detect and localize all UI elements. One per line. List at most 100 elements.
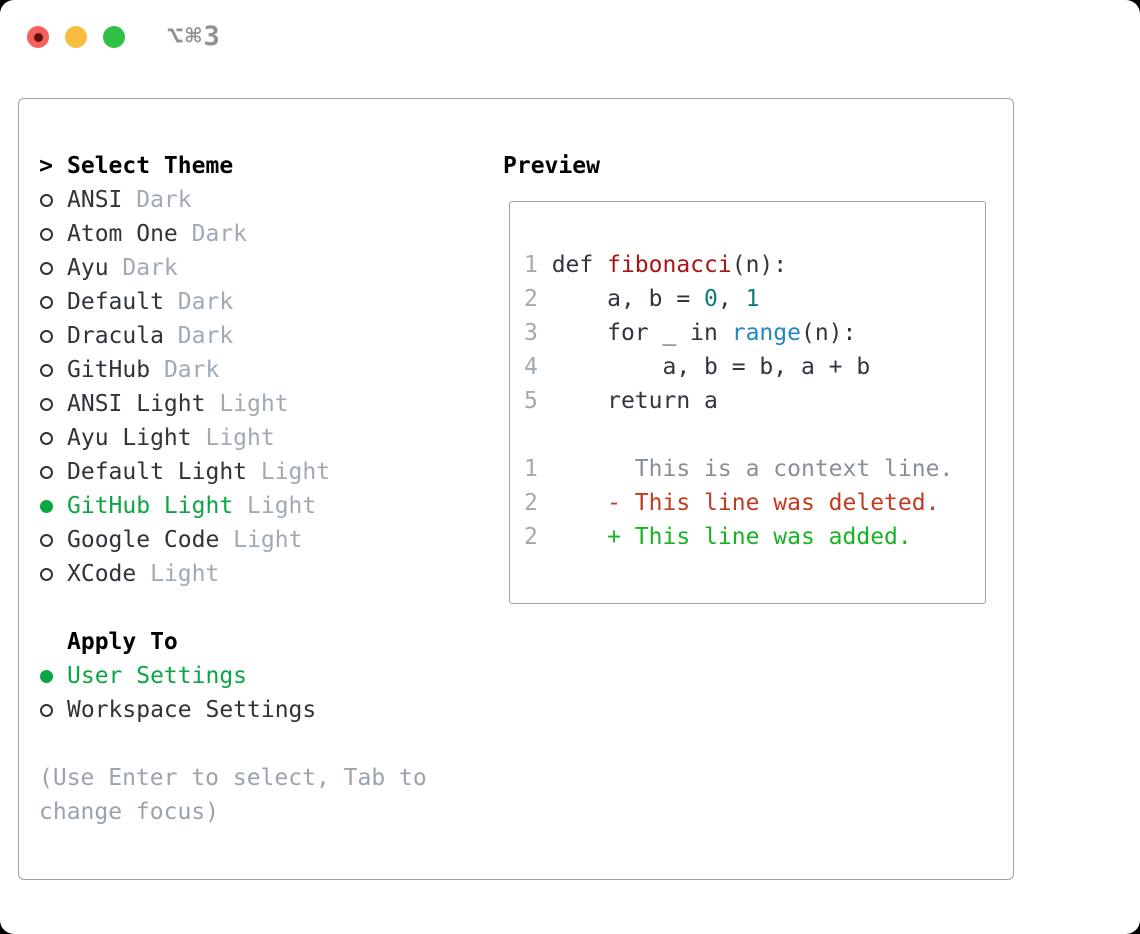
- radio-unselected-icon: [39, 329, 53, 343]
- titlebar: ⌥⌘3: [0, 0, 1140, 75]
- code-segment: 1: [524, 456, 552, 482]
- apply-to-header: Apply To: [39, 625, 427, 659]
- code-segment: 4: [524, 354, 552, 380]
- theme-option[interactable]: XCode Light: [39, 557, 427, 591]
- theme-variant: Dark: [163, 289, 234, 315]
- apply-option[interactable]: Workspace Settings: [39, 693, 427, 727]
- theme-name: GitHub Light: [67, 493, 234, 519]
- apply-option[interactable]: User Settings: [39, 659, 427, 693]
- code-segment: 2: [524, 490, 552, 516]
- code-segment: range: [731, 320, 801, 346]
- code-segment: ,: [717, 286, 746, 312]
- theme-option[interactable]: ANSI Dark: [39, 183, 427, 217]
- code-line: 2 - This line was deleted.: [524, 486, 985, 520]
- theme-option[interactable]: Ayu Dark: [39, 251, 427, 285]
- theme-option[interactable]: Atom One Dark: [39, 217, 427, 251]
- code-segment: 1: [745, 286, 760, 312]
- apply-target-name: Workspace Settings: [67, 697, 317, 723]
- radio-slot: [39, 567, 53, 581]
- theme-name: Google Code: [67, 527, 220, 553]
- theme-option-label: GitHub Dark: [67, 357, 219, 383]
- radio-unselected-icon: [39, 567, 53, 581]
- theme-variant: Light: [136, 561, 220, 587]
- hint-line: change focus): [39, 795, 427, 829]
- theme-name: ANSI: [67, 187, 123, 213]
- radio-slot: [39, 703, 53, 717]
- radio-slot: [39, 431, 53, 445]
- code-segment: 0: [704, 286, 718, 312]
- theme-option-label: Atom One Dark: [67, 221, 247, 247]
- radio-unselected-icon: [39, 193, 53, 207]
- code-segment: 2: [524, 286, 552, 312]
- theme-option-label: Default Dark: [67, 289, 233, 315]
- theme-option[interactable]: Default Light Light: [39, 455, 427, 489]
- apply-to-header-label: Apply To: [67, 629, 178, 655]
- minimize-button[interactable]: [65, 26, 87, 48]
- theme-name: Default Light: [67, 459, 248, 485]
- radio-unselected-icon: [39, 533, 53, 547]
- radio-slot: [39, 397, 53, 411]
- apply-target-name: User Settings: [67, 663, 248, 689]
- theme-option[interactable]: ANSI Light Light: [39, 387, 427, 421]
- theme-variant: Dark: [122, 187, 192, 213]
- theme-name: Default: [67, 289, 164, 315]
- theme-name: XCode: [67, 561, 137, 587]
- theme-option[interactable]: GitHub Dark: [39, 353, 427, 387]
- code-line: 1 This is a context line.: [524, 452, 985, 486]
- theme-name: ANSI Light: [67, 391, 206, 417]
- radio-selected-icon: [39, 499, 53, 513]
- radio-slot: [39, 227, 53, 241]
- theme-name: Dracula: [67, 323, 164, 349]
- spacer-row: [39, 591, 427, 625]
- theme-option-label: Google Code Light: [67, 527, 302, 553]
- theme-option[interactable]: Dracula Dark: [39, 319, 427, 353]
- code-line: 5 return a: [524, 384, 985, 418]
- close-button[interactable]: [27, 26, 49, 48]
- spacer-row: [39, 727, 427, 761]
- hint-text: (Use Enter to select, Tab to: [39, 765, 427, 791]
- code-segment: def: [551, 252, 608, 278]
- code-line: 4 a, b = b, a + b: [524, 350, 985, 384]
- code-line: 3 for _ in range(n):: [524, 316, 985, 350]
- code-segment: + This line was added.: [551, 524, 912, 550]
- select-theme-header: > Select Theme: [39, 149, 427, 183]
- code-segment: a, b =: [551, 286, 705, 312]
- code-segment: fibonacci: [607, 252, 732, 278]
- theme-option-label: GitHub Light Light: [67, 493, 316, 519]
- radio-unselected-icon: [39, 295, 53, 309]
- code-segment: 5: [524, 388, 552, 414]
- hint-text: change focus): [39, 799, 220, 825]
- selection-cursor-icon: >: [39, 153, 53, 179]
- radio-unselected-icon: [39, 465, 53, 479]
- theme-option[interactable]: Default Dark: [39, 285, 427, 319]
- theme-variant: Dark: [163, 323, 234, 349]
- code-segment: 2: [524, 524, 552, 550]
- theme-option[interactable]: GitHub Light Light: [39, 489, 427, 523]
- zoom-button[interactable]: [103, 26, 125, 48]
- theme-option-label: Ayu Light Light: [67, 425, 275, 451]
- theme-option[interactable]: Ayu Light Light: [39, 421, 427, 455]
- theme-name: Atom One: [67, 221, 178, 247]
- theme-option[interactable]: Google Code Light: [39, 523, 427, 557]
- theme-variant: Dark: [108, 255, 178, 281]
- radio-slot: [39, 329, 53, 343]
- theme-variant: Light: [247, 459, 331, 485]
- menu-header-label: Select Theme: [67, 153, 234, 179]
- radio-slot: [39, 363, 53, 377]
- radio-slot: [39, 533, 53, 547]
- radio-slot: [39, 465, 53, 479]
- theme-option-label: ANSI Light Light: [67, 391, 289, 417]
- theme-option-label: XCode Light: [67, 561, 219, 587]
- radio-unselected-icon: [39, 431, 53, 445]
- code-line: 2 + This line was added.: [524, 520, 985, 554]
- code-line: 2 a, b = 0, 1: [524, 282, 985, 316]
- theme-name: Ayu Light: [67, 425, 192, 451]
- theme-option-label: Default Light Light: [67, 459, 330, 485]
- theme-variant: Light: [191, 425, 275, 451]
